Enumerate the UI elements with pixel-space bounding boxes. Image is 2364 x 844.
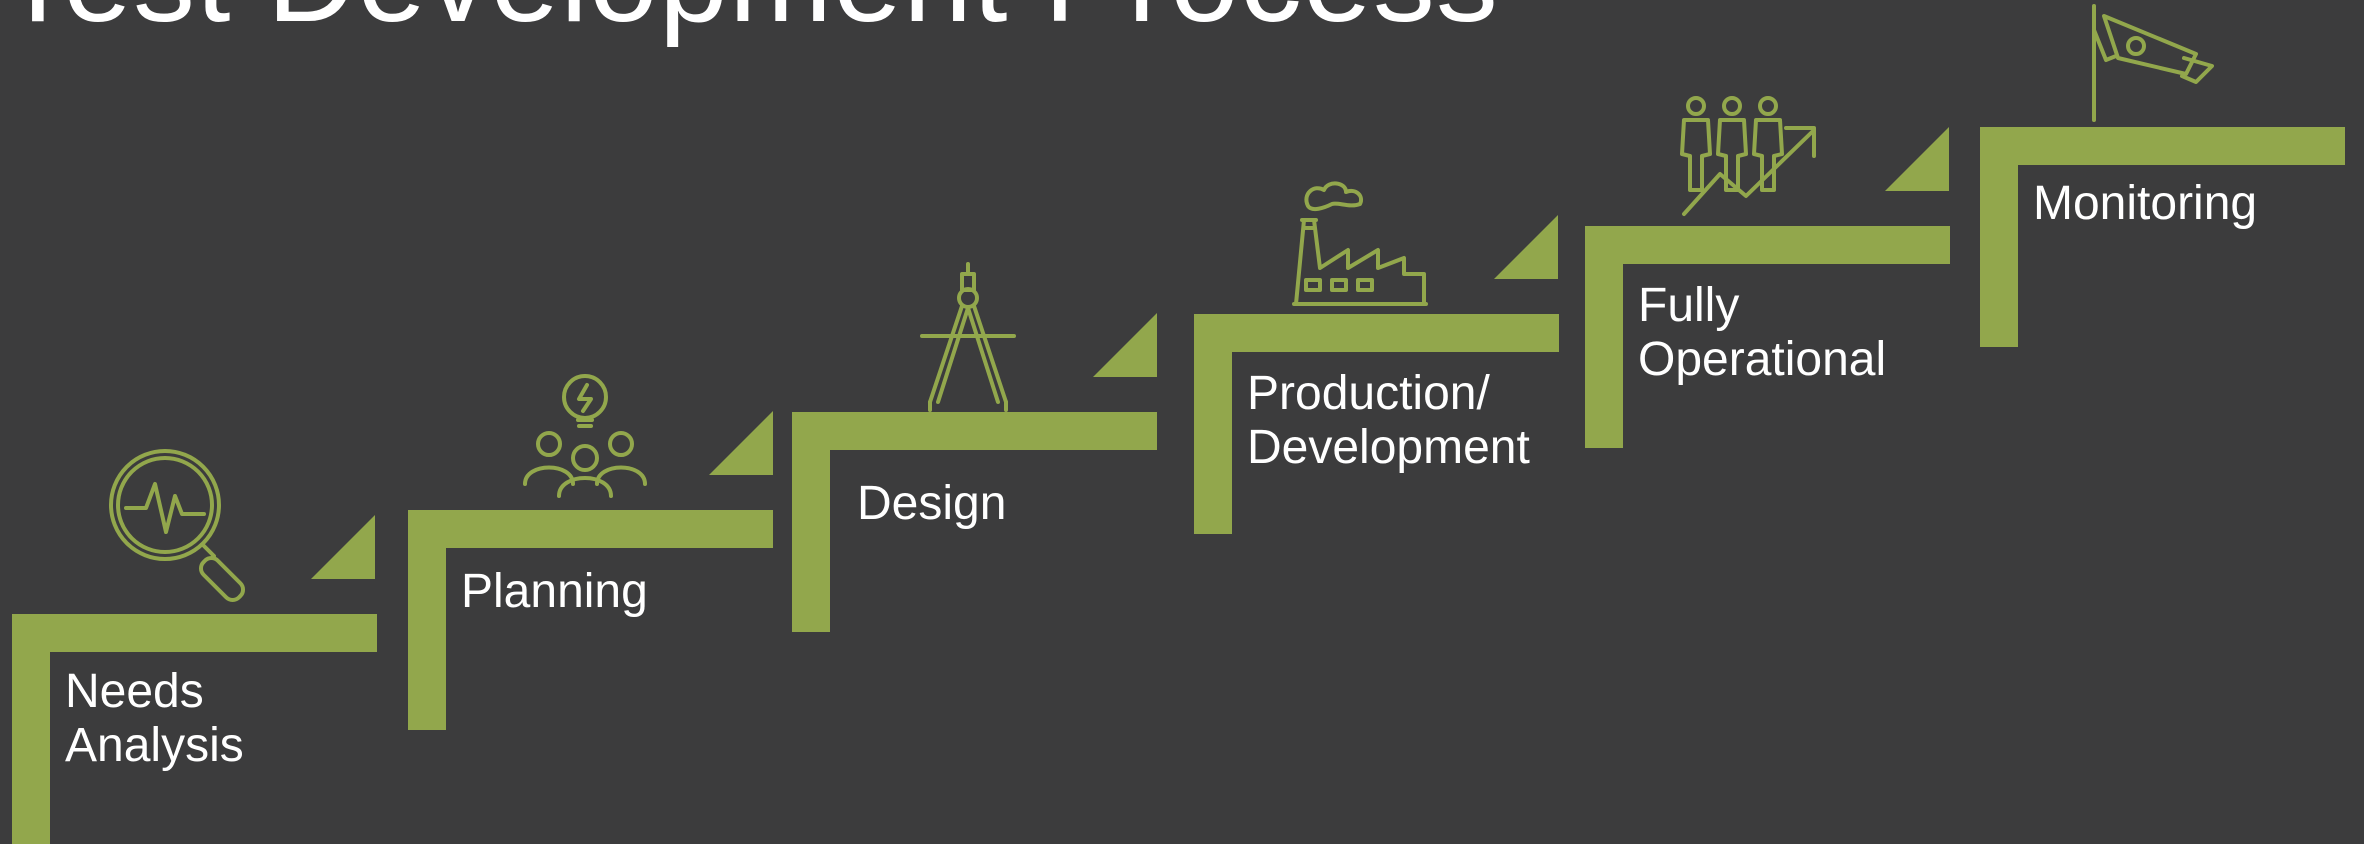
drafting-compass-icon [920, 262, 1016, 412]
step-corner-triangle [709, 411, 773, 475]
step-label-line: Operational [1638, 333, 1887, 386]
step-label-line: Monitoring [2033, 177, 2258, 230]
page-title: Test Development Process [0, 0, 1499, 50]
step-label: Planning [461, 565, 648, 619]
lightbulb-team-icon [521, 372, 649, 498]
step-riser [792, 412, 830, 632]
people-growth-icon [1672, 96, 1822, 218]
step-riser [1585, 226, 1623, 448]
step-bar [1980, 127, 2345, 165]
step-planning: Planning [408, 510, 773, 740]
step-corner-triangle [1885, 127, 1949, 191]
step-production-development: Production/ Development [1194, 314, 1559, 544]
step-needs-analysis: Needs Analysis [12, 614, 377, 844]
magnifier-heartbeat-icon [108, 448, 268, 608]
step-label-line: Analysis [65, 719, 244, 772]
step-bar [1585, 226, 1950, 264]
step-label-line: Needs [65, 665, 204, 718]
step-label-line: Design [857, 477, 1007, 530]
step-label-line: Development [1247, 421, 1530, 474]
step-bar [1194, 314, 1559, 352]
step-riser [12, 614, 50, 844]
step-label: Production/ Development [1247, 367, 1530, 475]
step-corner-triangle [311, 515, 375, 579]
security-camera-icon [2084, 2, 2218, 122]
step-label: Needs Analysis [65, 665, 244, 773]
step-riser [408, 510, 446, 730]
step-label-line: Production/ [1247, 367, 1490, 420]
factory-icon [1292, 180, 1428, 306]
step-label: Design [857, 477, 1006, 531]
step-corner-triangle [1093, 313, 1157, 377]
step-label-line: Fully [1638, 279, 1740, 332]
step-label: Monitoring [2033, 177, 2257, 231]
step-label: Fully Operational [1638, 279, 1886, 387]
step-corner-triangle [1494, 215, 1558, 279]
step-design: Design [792, 412, 1157, 642]
step-fully-operational: Fully Operational [1585, 226, 1950, 456]
step-monitoring: Monitoring [1980, 127, 2345, 357]
step-bar [792, 412, 1157, 450]
step-riser [1980, 127, 2018, 347]
step-bar [408, 510, 773, 548]
step-bar [12, 614, 377, 652]
step-riser [1194, 314, 1232, 534]
step-label-line: Planning [461, 565, 648, 618]
